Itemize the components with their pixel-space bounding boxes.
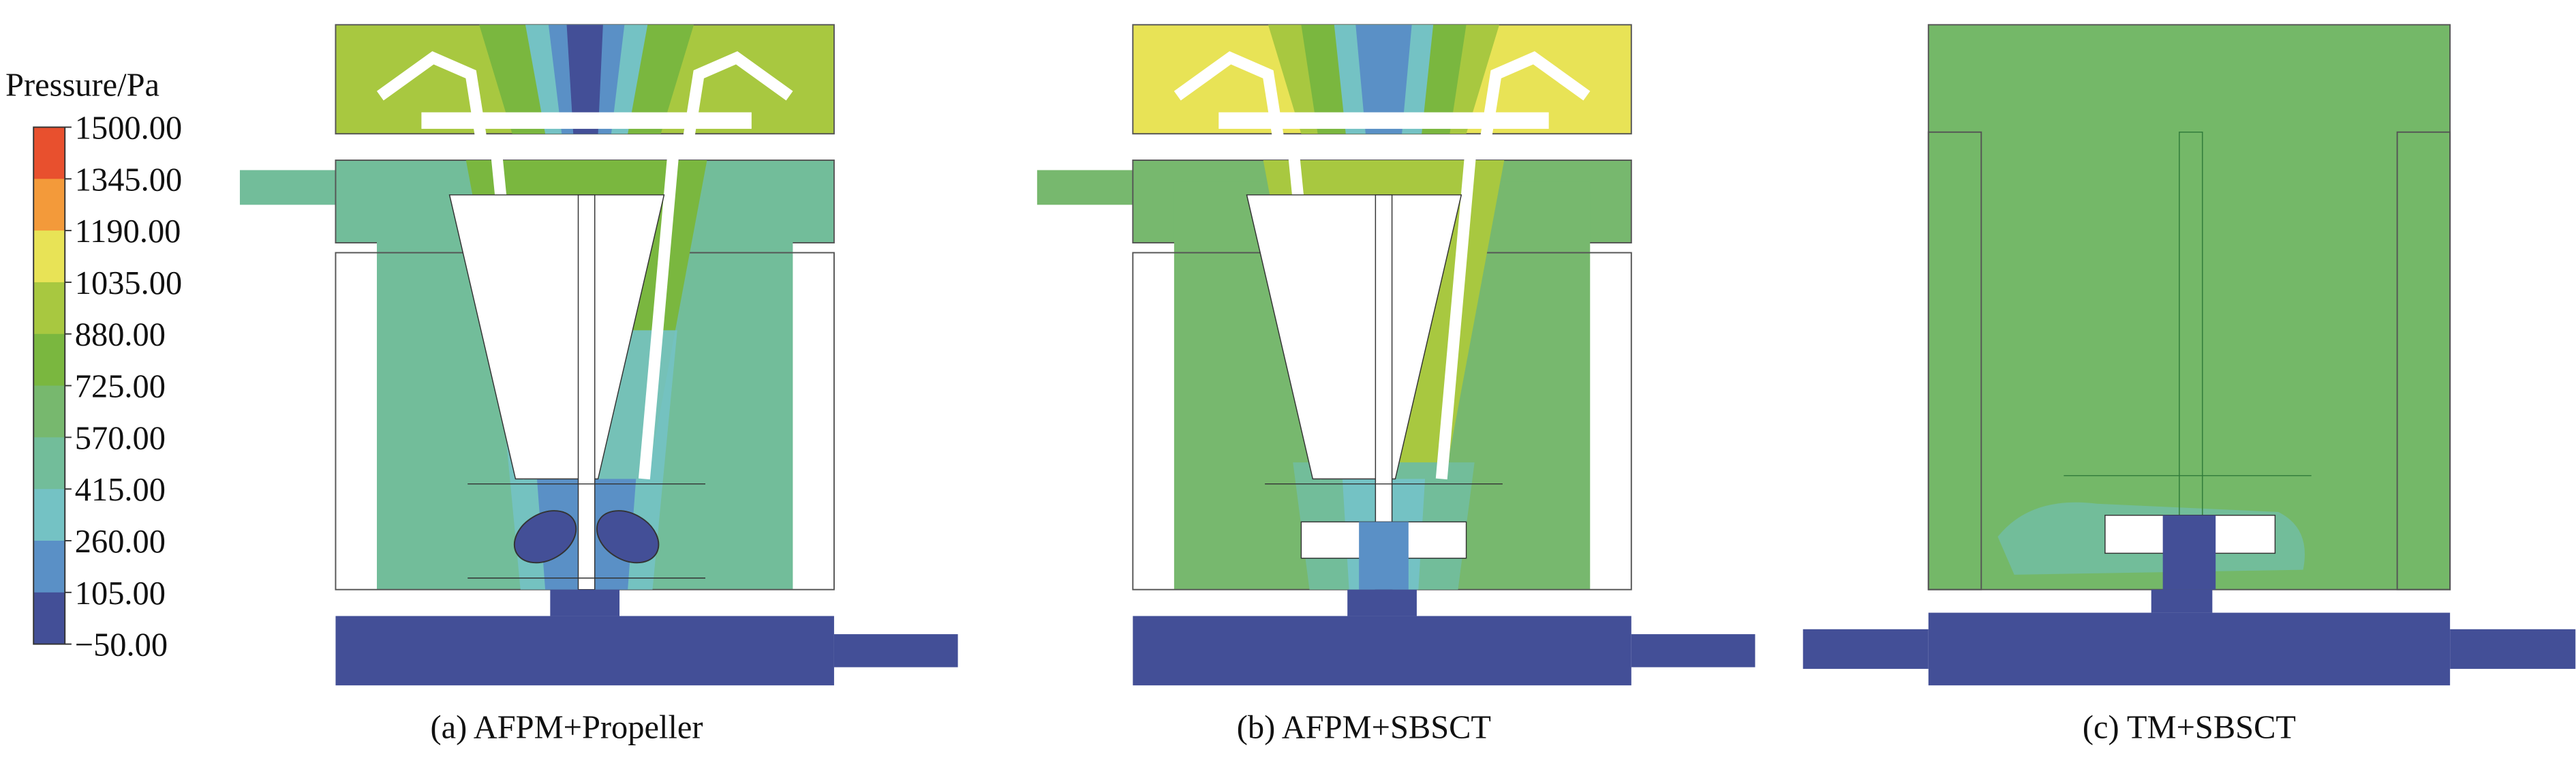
legend-tick-label: −50.00 <box>75 627 168 663</box>
legend-color-bar <box>33 126 66 645</box>
legend-title: Pressure/Pa <box>5 67 159 103</box>
panel-b-caption: (b) AFPM+SBSCT <box>1237 710 1491 746</box>
panel-c-tm-sbsct: (c) TM+SBSCT <box>1803 24 2576 746</box>
legend-color-band <box>33 127 65 180</box>
legend-color-band <box>33 333 65 387</box>
legend-color-band <box>33 179 65 231</box>
legend-color-band <box>33 230 65 283</box>
panel-c-caption: (c) TM+SBSCT <box>2083 710 2296 746</box>
legend-color-band <box>33 282 65 335</box>
panel-b-afpm-sbsct: (b) AFPM+SBSCT <box>1037 24 1755 746</box>
legend-tick-label: 1500.00 <box>75 110 182 146</box>
legend-color-band <box>33 540 65 593</box>
legend-color-band <box>33 437 65 490</box>
legend-tick-label: 1345.00 <box>75 162 182 198</box>
pressure-legend: Pressure/Pa 1500.00 1345.00 1190.00 1035.00… <box>5 67 182 663</box>
legend-tick-label: 105.00 <box>75 575 166 612</box>
legend-color-band <box>33 385 65 438</box>
panel-a-afpm-propeller: (a) AFPM+Propeller <box>239 24 958 746</box>
panel-a-caption: (a) AFPM+Propeller <box>431 710 703 746</box>
legend-tick-label: 880.00 <box>75 317 166 353</box>
legend-color-band <box>33 592 65 645</box>
legend-tick-label: 725.00 <box>75 369 166 405</box>
legend-tick-label: 1035.00 <box>75 265 182 301</box>
legend-tick-label: 260.00 <box>75 524 166 560</box>
legend-tick-labels: 1500.00 1345.00 1190.00 1035.00 880.00 725.00… <box>65 110 182 663</box>
legend-tick-label: 1190.00 <box>75 213 181 250</box>
legend-tick-label: 415.00 <box>75 472 166 508</box>
legend-tick-label: 570.00 <box>75 420 166 456</box>
legend-color-band <box>33 489 65 541</box>
